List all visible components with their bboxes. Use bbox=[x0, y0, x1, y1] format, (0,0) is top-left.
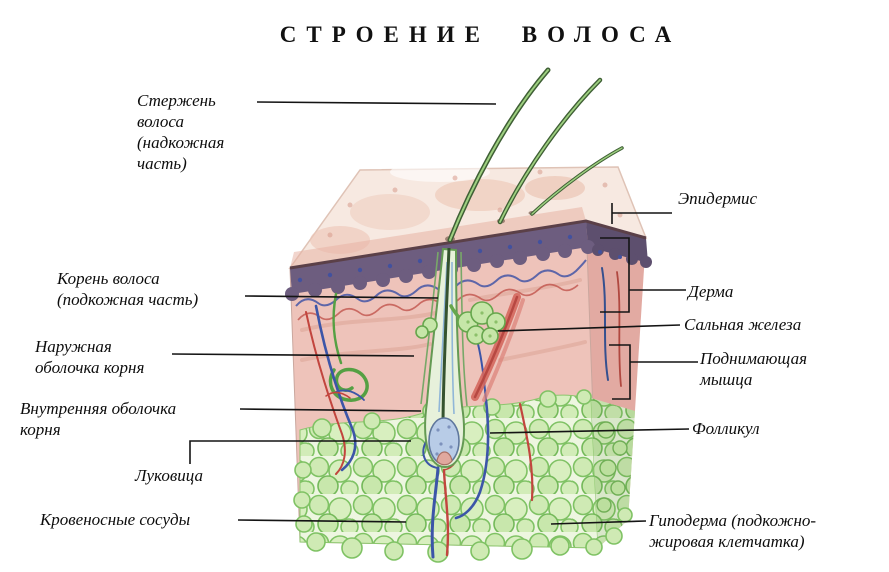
label-outer-root-sheath: Наружная оболочка корня bbox=[35, 337, 145, 377]
label-hair-shaft: Стержень волоса (надкожная часть) bbox=[137, 91, 225, 173]
skin-block bbox=[285, 67, 652, 563]
sweat-gland bbox=[328, 292, 369, 402]
inner-root-sheath-line bbox=[438, 261, 448, 413]
diagram-title: СТРОЕНИЕ ВОЛОСА bbox=[279, 22, 682, 47]
label-hair-root: Корень волоса (подкожная часть) bbox=[57, 269, 199, 309]
label-dermis: Дерма bbox=[688, 282, 734, 301]
sebaceous-gland bbox=[415, 301, 506, 345]
blood-vessels bbox=[305, 267, 622, 559]
label-inner-root-sheath: Внутренняя оболочка корня bbox=[20, 399, 177, 439]
hair-shafts bbox=[447, 67, 624, 243]
label-bulb: Луковица bbox=[135, 466, 203, 485]
leader-sebaceous-gland bbox=[497, 324, 681, 332]
leader-follicle bbox=[489, 428, 690, 434]
leader-hair-shaft bbox=[256, 101, 497, 105]
hair-follicle bbox=[420, 247, 468, 469]
leader-dermis-bracket bbox=[600, 237, 686, 313]
dermal-papilla bbox=[436, 451, 453, 466]
hair-bulb bbox=[428, 417, 460, 466]
epidermis-layer bbox=[285, 219, 652, 301]
leader-bulb bbox=[189, 440, 411, 464]
label-follicle: Фолликул bbox=[692, 419, 760, 438]
leader-blood-vessels bbox=[237, 519, 407, 523]
hypodermis-layer bbox=[293, 389, 635, 563]
arrector-muscle bbox=[471, 293, 525, 402]
outer-root-sheath-line bbox=[460, 251, 468, 407]
hair-root-strand bbox=[441, 247, 451, 429]
label-hypodermis: Гиподерма (подкожно-жировая клетчатка) bbox=[649, 511, 817, 551]
leader-epidermis bbox=[611, 203, 672, 224]
label-epidermis: Эпидермис bbox=[678, 189, 758, 208]
leader-hair-root bbox=[244, 295, 439, 299]
leader-lines bbox=[171, 101, 698, 525]
leader-hypodermis bbox=[550, 520, 647, 525]
leader-arrector-muscle-bracket bbox=[609, 344, 698, 400]
inner-root-sheath-line bbox=[451, 261, 455, 415]
leader-inner-root-sheath bbox=[239, 408, 422, 412]
label-sebaceous-gland: Сальная железа bbox=[684, 315, 802, 334]
label-blood-vessels: Кровеносные сосуды bbox=[40, 510, 191, 529]
leader-outer-root-sheath bbox=[171, 353, 415, 357]
label-arrector-muscle: Поднимающая мышца bbox=[700, 349, 808, 389]
